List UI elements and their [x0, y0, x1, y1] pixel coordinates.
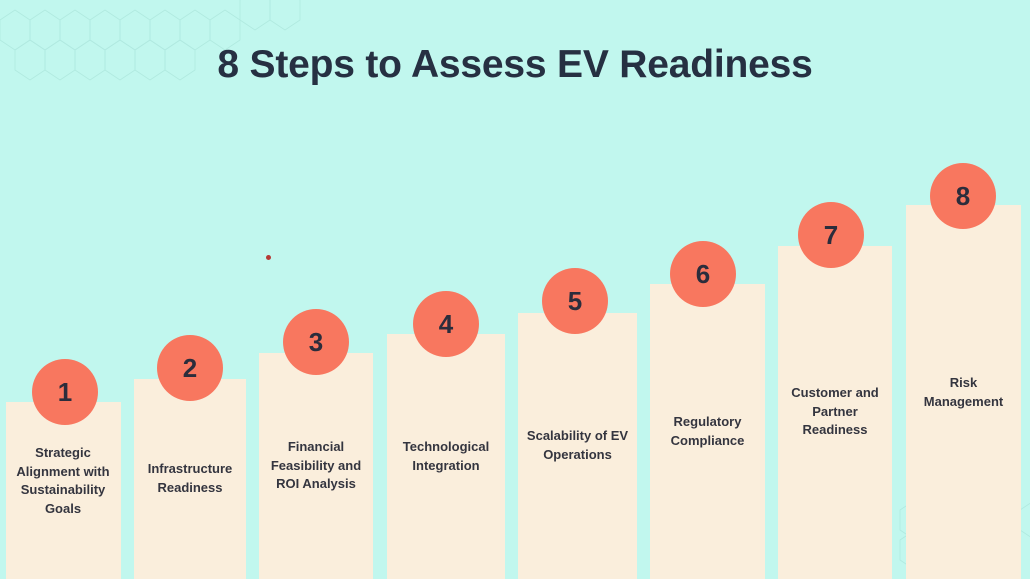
step-label-1: Strategic Alignment with Sustainability … [16, 445, 110, 516]
step-bar-1 [6, 402, 121, 579]
step-bar-5 [518, 313, 637, 579]
page-title: 8 Steps to Assess EV Readiness [217, 43, 813, 86]
step-number-badge-1: 1 [32, 359, 98, 425]
step-label-2: Infrastructure Readiness [147, 461, 233, 495]
step-number-badge-5: 5 [542, 268, 608, 334]
step-bar-3 [259, 353, 373, 579]
step-bar-7 [778, 246, 892, 579]
step-number-badge-6: 6 [670, 241, 736, 307]
step-bar-2 [134, 379, 246, 579]
step-label-6: Regulatory Compliance [670, 414, 745, 448]
step-number-badge-2: 2 [157, 335, 223, 401]
step-label-3: Financial Feasibility and ROI Analysis [270, 439, 362, 491]
step-number-badge-7: 7 [798, 202, 864, 268]
step-bar-4 [387, 334, 505, 579]
hexagon-pattern-decoration [0, 0, 301, 81]
step-label-5: Scalability of EV Operations [526, 428, 629, 462]
step-label-7: Customer and Partner Readiness [791, 385, 879, 437]
step-number-badge-8: 8 [930, 163, 996, 229]
step-label-4: Technological Integration [402, 439, 490, 473]
step-bar-8 [906, 205, 1021, 579]
step-bar-6 [650, 284, 765, 579]
step-label-8: Risk Management [923, 375, 1004, 409]
red-dot-decoration [266, 255, 271, 260]
step-number-badge-4: 4 [413, 291, 479, 357]
step-number-badge-3: 3 [283, 309, 349, 375]
